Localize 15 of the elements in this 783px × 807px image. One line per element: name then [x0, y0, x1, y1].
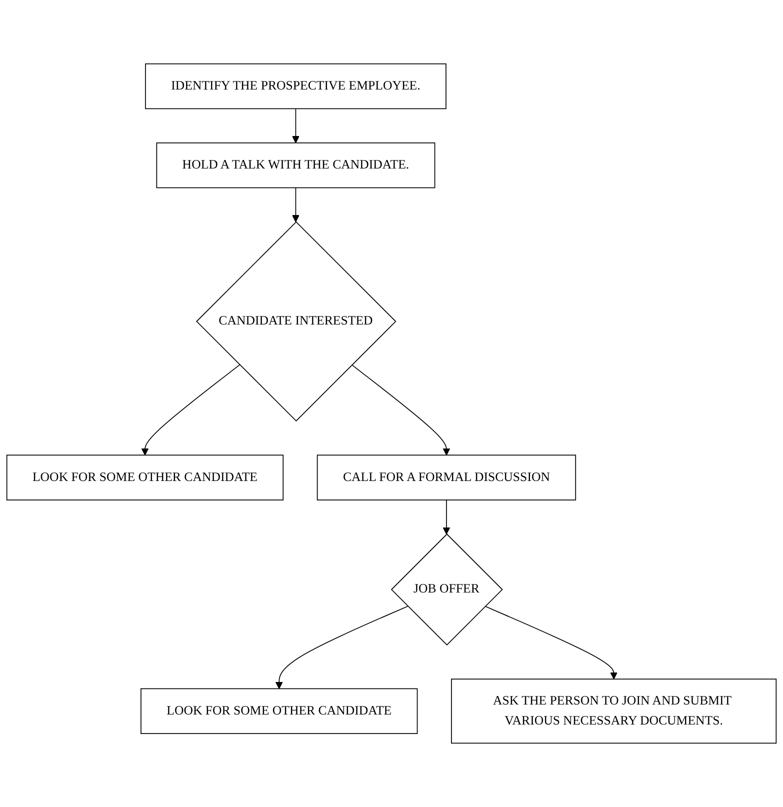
arrow — [351, 364, 450, 456]
node-box: HOLD A TALK WITH THE CANDIDATE. — [156, 142, 436, 188]
arrow — [484, 606, 618, 680]
node-box: IDENTIFY THE PROSPECTIVE EMPLOYEE. — [145, 63, 446, 110]
arrow — [442, 500, 450, 534]
node-box: LOOK FOR SOME OTHER CANDIDATE — [6, 454, 284, 500]
node-box: LOOK FOR SOME OTHER CANDIDATE — [140, 688, 418, 734]
arrow — [292, 187, 300, 222]
node-box: ASK THE PERSON TO JOIN AND SUBMIT VARIOUS NECESSARY DOCUMENTS. — [451, 678, 777, 744]
arrow — [141, 364, 240, 456]
node-box: CALL FOR A FORMAL DISCUSSION — [316, 454, 576, 500]
arrow — [292, 108, 300, 144]
node-diamond: CANDIDATE INTERESTED — [196, 221, 396, 422]
node-diamond: JOB OFFER — [390, 534, 503, 646]
arrow — [275, 606, 408, 690]
